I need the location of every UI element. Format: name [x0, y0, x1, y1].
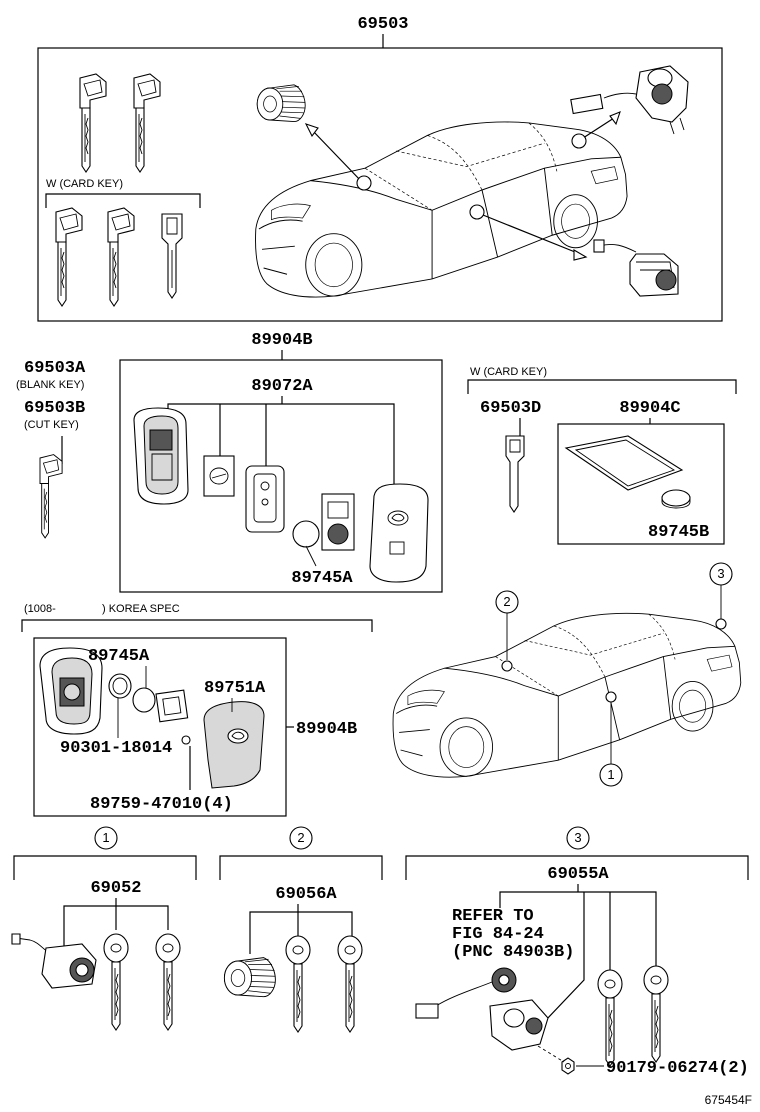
- label-69503: 69503: [357, 15, 408, 34]
- label-card-key-top: W (CARD KEY): [46, 178, 123, 190]
- key-69055a-a: [597, 969, 623, 1067]
- callout-3-text: 3: [717, 566, 724, 581]
- battery-89745a-mid: [292, 520, 320, 548]
- smart-key-fob: [369, 483, 429, 583]
- label-69052: 69052: [90, 879, 141, 898]
- label-89072a: 89072A: [251, 377, 313, 396]
- battery-89745b: [661, 489, 691, 509]
- label-89904c: 89904C: [619, 399, 680, 418]
- label-cut-key: (CUT KEY): [24, 419, 79, 431]
- group-1-text: 1: [102, 830, 109, 845]
- trunk-lock-assembly: [570, 65, 689, 135]
- label-90301: 90301-18014: [60, 739, 172, 758]
- group-1-circle: [94, 826, 118, 850]
- card-smart-key-2: [107, 207, 135, 307]
- label-69503a: 69503A: [24, 359, 86, 378]
- label-refer-3: (PNC 84903B): [452, 943, 574, 962]
- box-89904b: [119, 359, 443, 593]
- key-69052-b: [155, 933, 181, 1031]
- smart-key-2: [133, 73, 161, 173]
- label-89745a-mid: 89745A: [291, 569, 353, 588]
- group-2-text: 2: [297, 830, 304, 845]
- car-illustration-top: [255, 121, 628, 298]
- card-emergency-key: [161, 213, 183, 299]
- label-card-key-right: W (CARD KEY): [470, 366, 547, 378]
- callout-2-text: 2: [503, 594, 510, 609]
- card-emergency-key-69503d: [505, 435, 525, 513]
- group-3-circle: [566, 826, 590, 850]
- label-69503b: 69503B: [24, 399, 85, 418]
- box-69503: [37, 47, 723, 322]
- label-69503d: 69503D: [480, 399, 541, 418]
- key-69056a-a: [285, 935, 311, 1033]
- key-circuit-board: [245, 465, 285, 533]
- card-key-89904c: [564, 435, 684, 491]
- trunk-lock-69055a: [415, 967, 549, 1051]
- door-lock-69052: [11, 933, 97, 989]
- group-3-text: 3: [574, 830, 581, 845]
- ignition-cylinder-69056a: [223, 957, 276, 998]
- o-ring-90301: [108, 673, 132, 699]
- key-shell-korea: [39, 647, 103, 735]
- label-89904b-korea: 89904B: [296, 720, 357, 739]
- label-90179: 90179-06274(2): [606, 1059, 749, 1078]
- label-89904b-top: 89904B: [251, 331, 312, 350]
- label-89745a-korea: 89745A: [88, 647, 150, 666]
- callout-1-text: 1: [607, 767, 614, 782]
- box-89904c: [557, 423, 725, 545]
- screw-89759: [181, 735, 191, 745]
- group-2-circle: [289, 826, 313, 850]
- label-refer-1: REFER TO: [452, 907, 534, 926]
- key-69055a-b: [643, 965, 669, 1063]
- circuit-korea: [155, 689, 189, 723]
- label-korea-spec-open: (1008-: [24, 603, 56, 615]
- label-89745b: 89745B: [648, 523, 709, 542]
- key-69052-a: [103, 933, 129, 1031]
- door-lock-cylinder: [593, 239, 679, 297]
- key-cover-89751a: [203, 701, 265, 789]
- label-korea-spec-close: ) KOREA SPEC: [102, 603, 180, 615]
- card-smart-key-1: [55, 207, 83, 307]
- emergency-key-69503b: [39, 454, 63, 539]
- label-blank-key: (BLANK KEY): [16, 379, 84, 391]
- key-shell-89072a: [133, 407, 189, 505]
- car-illustration-mid: [392, 612, 742, 778]
- smart-key-1: [79, 73, 107, 173]
- battery-89745a-korea: [132, 687, 156, 713]
- key-frame: [321, 493, 355, 551]
- label-69055a: 69055A: [547, 865, 609, 884]
- key-69056a-b: [337, 935, 363, 1033]
- key-insert-89072a: [203, 455, 235, 497]
- figure-number: 675454F: [705, 1093, 752, 1107]
- label-69056a: 69056A: [275, 885, 337, 904]
- label-89751a: 89751A: [204, 679, 266, 698]
- label-refer-2: FIG 84-24: [452, 925, 544, 944]
- label-89759: 89759-47010(4): [90, 795, 233, 814]
- ignition-cylinder: [256, 84, 306, 123]
- nut-90179: [561, 1057, 575, 1075]
